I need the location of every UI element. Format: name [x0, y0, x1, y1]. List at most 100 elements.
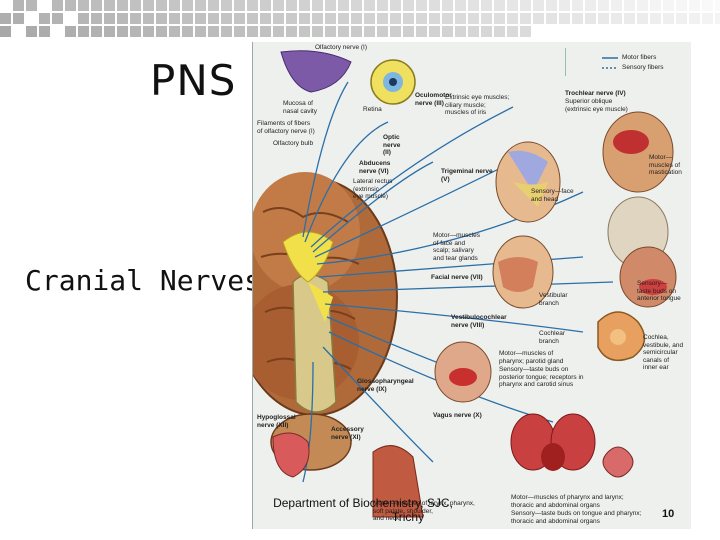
decorative-square [13, 0, 24, 11]
label-cochlear: Cochlear branch [539, 330, 566, 345]
decorative-square [481, 26, 492, 37]
decorative-square [169, 0, 180, 11]
decorative-square [156, 26, 167, 37]
decorative-square [533, 0, 544, 11]
figure-illustration [253, 50, 677, 518]
decorative-square [611, 13, 622, 24]
decorative-square [0, 13, 11, 24]
decorative-square [0, 26, 11, 37]
decorative-square [117, 0, 128, 11]
decorative-square [234, 13, 245, 24]
label-filaments: Filaments of fibers of olfactory nerve (… [257, 120, 315, 135]
decorative-square [156, 0, 167, 11]
decorative-square [221, 13, 232, 24]
label-motor-pharynx: Motor—muscles of pharynx; parotid gland [499, 350, 564, 365]
decorative-square [468, 0, 479, 11]
decorative-square [455, 0, 466, 11]
decorative-square [247, 26, 258, 37]
decorative-square [65, 13, 76, 24]
decorative-square [481, 0, 492, 11]
decorative-square [676, 0, 687, 11]
label-sensory-tongue: Sensory—taste buds on tongue and pharynx… [511, 510, 642, 525]
label-mucosa: Mucosa of nasal cavity [283, 100, 317, 115]
label-optic: Optic nerve (II) [383, 134, 401, 156]
label-trochlear-target: Superior oblique (extrinsic eye muscle) [565, 98, 628, 113]
decorative-square [273, 0, 284, 11]
decorative-square [403, 13, 414, 24]
decorative-square [468, 13, 479, 24]
legend-swatches [602, 57, 618, 69]
decorative-square [650, 13, 661, 24]
decorative-square [507, 13, 518, 24]
decorative-square [689, 0, 700, 11]
decorative-square [26, 13, 37, 24]
decorative-square [286, 26, 297, 37]
decorative-square [78, 26, 89, 37]
decorative-square [260, 13, 271, 24]
decorative-square [91, 13, 102, 24]
decorative-square [26, 26, 37, 37]
decorative-square [325, 0, 336, 11]
decorative-square [416, 26, 427, 37]
decorative-square [208, 0, 219, 11]
label-abducens: Abducens nerve (VI) [359, 160, 391, 175]
decorative-square [312, 0, 323, 11]
decorative-square [650, 0, 661, 11]
decorative-square [299, 0, 310, 11]
decorative-square [26, 0, 37, 11]
decorative-square [676, 13, 687, 24]
decorative-square [533, 13, 544, 24]
decorative-square [299, 26, 310, 37]
decorative-square [338, 26, 349, 37]
decorative-square [52, 13, 63, 24]
decorative-square [429, 0, 440, 11]
decorative-square [0, 0, 11, 11]
decorative-square [195, 0, 206, 11]
decorative-square [65, 0, 76, 11]
label-retina: Retina [363, 106, 382, 113]
decorative-square [117, 26, 128, 37]
decorative-square [182, 13, 193, 24]
decorative-square [156, 13, 167, 24]
decorative-square [351, 0, 362, 11]
footer-line-2: Trichy [391, 510, 425, 524]
decorative-square [78, 0, 89, 11]
decorative-square [546, 0, 557, 11]
label-accessory: Accessory nerve (XI) [331, 426, 364, 441]
decorative-square [390, 13, 401, 24]
decorative-square [494, 0, 505, 11]
decorative-square [351, 26, 362, 37]
decorative-square [559, 13, 570, 24]
decorative-square [104, 0, 115, 11]
legend-sensory: Sensory fibers [622, 64, 664, 71]
decorative-square [598, 0, 609, 11]
label-trigeminal: Trigeminal nerve (V) [441, 168, 493, 183]
decorative-square [416, 13, 427, 24]
decorative-square [442, 13, 453, 24]
label-olfactory-bulb: Olfactory bulb [273, 140, 314, 147]
decorative-square [702, 0, 713, 11]
decorative-square [208, 26, 219, 37]
label-hypoglossal: Hypoglossal nerve (XII) [257, 414, 296, 429]
decorative-square [117, 13, 128, 24]
label-motor-mastication: Motor— muscles of mastication [649, 154, 682, 176]
decorative-square [520, 26, 531, 37]
slide-title: PNS [150, 56, 237, 105]
decorative-square [403, 0, 414, 11]
decorative-square [247, 13, 258, 24]
decorative-square [364, 0, 375, 11]
decorative-square [104, 26, 115, 37]
decorative-square [715, 13, 720, 24]
label-motor-face: Motor—muscles of face and scalp; salivar… [433, 232, 480, 262]
decorative-square [377, 13, 388, 24]
label-motor-thoracic: Motor—muscles of pharynx and larynx; tho… [511, 494, 624, 509]
decorative-square [143, 0, 154, 11]
decorative-square [104, 13, 115, 24]
decorative-square [143, 26, 154, 37]
decorative-square [273, 13, 284, 24]
label-oculomotor: Oculomotor nerve (III) [415, 92, 452, 107]
label-cochlea: Cochlea, vestibule, and semicircular can… [643, 334, 684, 371]
decorative-square [416, 0, 427, 11]
decorative-square [91, 26, 102, 37]
decorative-square [572, 13, 583, 24]
